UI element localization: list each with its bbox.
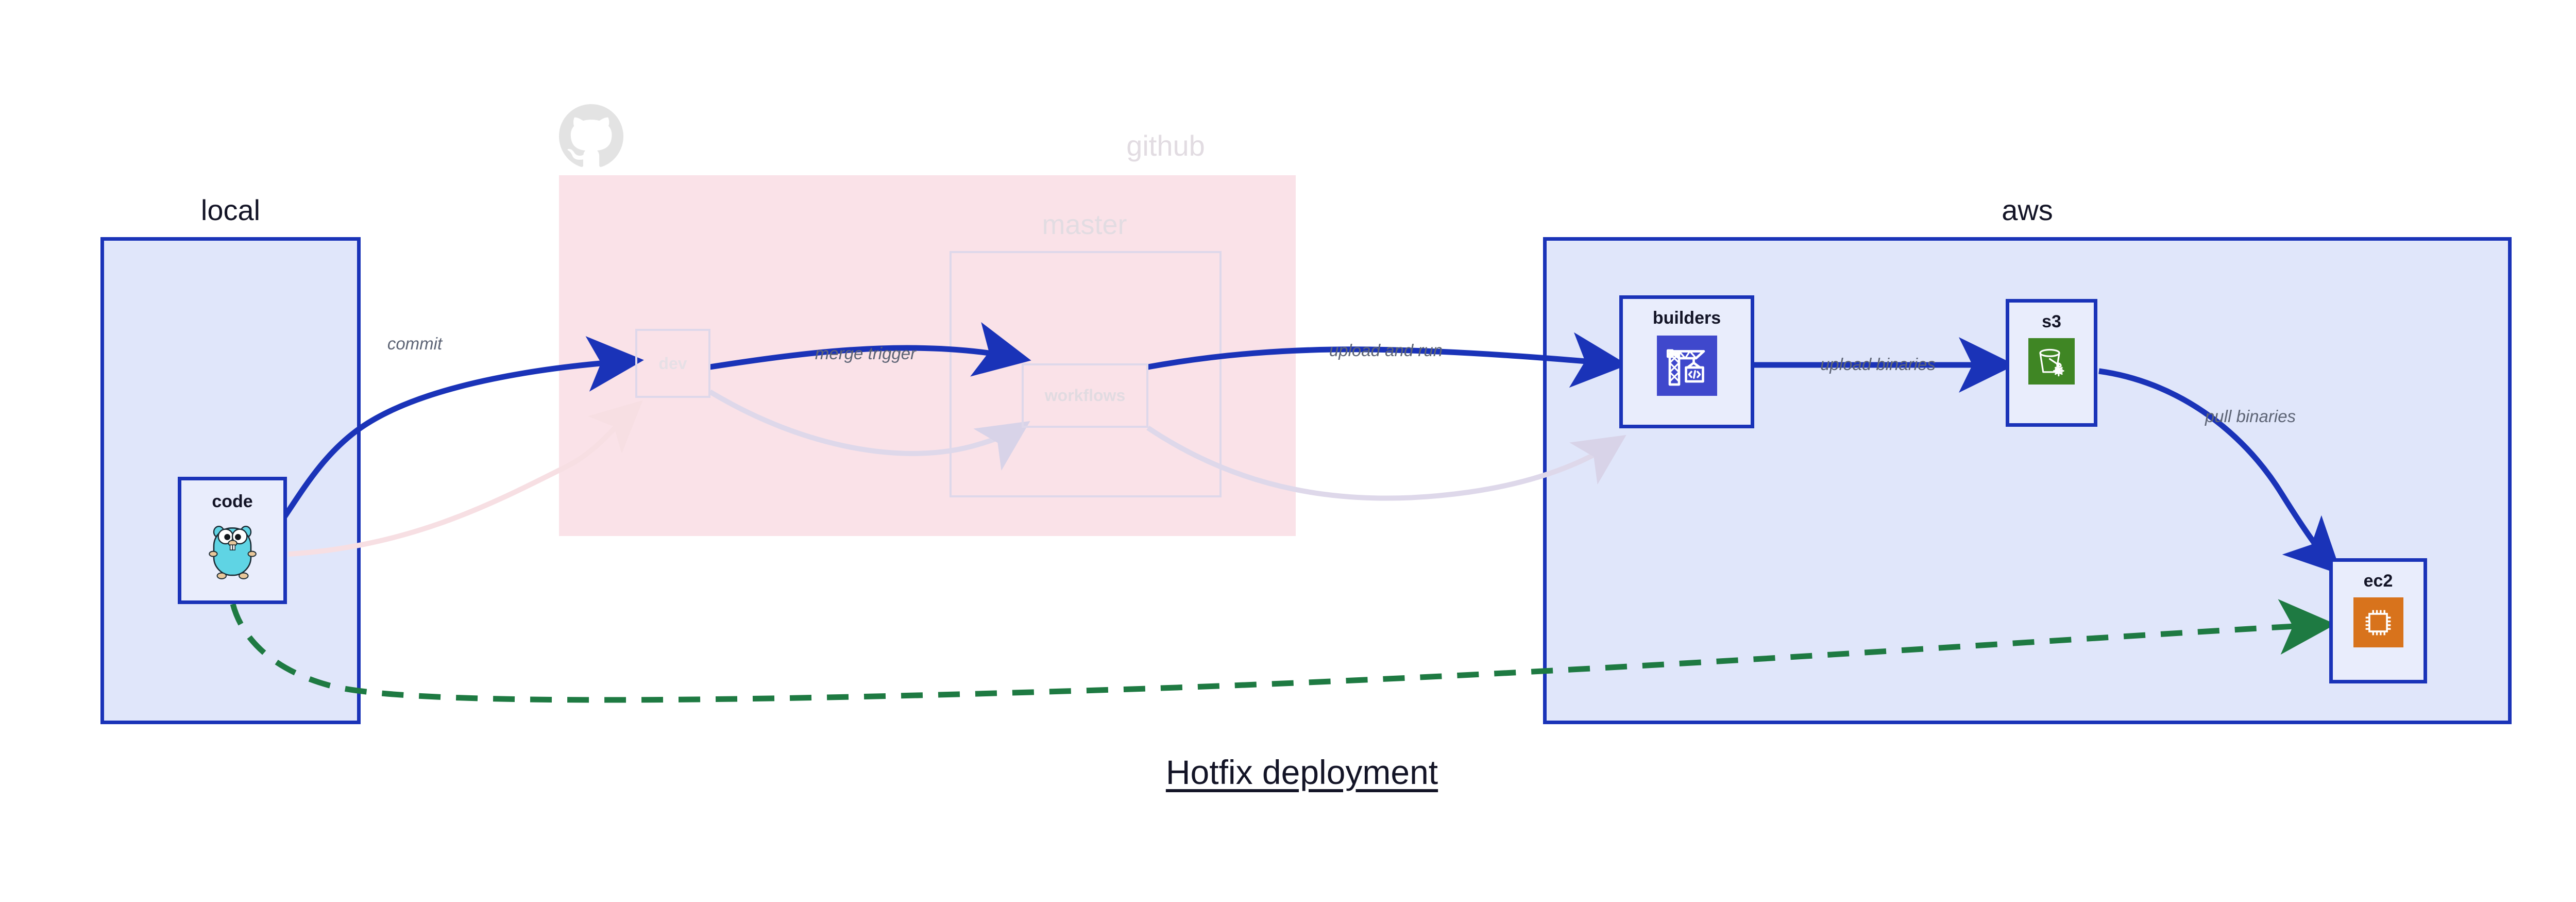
- edge-label-commit: commit: [387, 334, 443, 353]
- node-label-code: code: [212, 492, 253, 511]
- subgroup-label-master: master: [1042, 209, 1127, 240]
- node-ec2[interactable]: ec2: [2329, 558, 2427, 683]
- edge-label-upload-binaries: upload binaries: [1820, 355, 1936, 374]
- edge-label-pull-binaries: pull binaries: [2205, 407, 2296, 426]
- aws-s3-bucket-icon: [2028, 338, 2075, 385]
- node-label-builders: builders: [1652, 308, 1721, 328]
- node-dev[interactable]: dev: [635, 329, 710, 398]
- go-gopher-icon: [204, 519, 261, 581]
- subgroup-master: [950, 251, 1222, 497]
- node-label-workflows: workflows: [1044, 386, 1126, 405]
- group-label-github: github: [1126, 129, 1205, 162]
- node-label-ec2: ec2: [2363, 571, 2393, 591]
- group-label-local: local: [200, 194, 261, 226]
- github-octocat-icon: [559, 102, 623, 171]
- edge-label-upload-and-run: upload and run: [1329, 341, 1443, 360]
- diagram-title: Hotfix deployment: [1165, 753, 1438, 791]
- group-label-aws: aws: [2002, 194, 2053, 226]
- node-label-s3: s3: [2042, 312, 2061, 331]
- edge-label-merge-trigger: merge trigger: [815, 344, 917, 363]
- node-builders[interactable]: builders: [1619, 295, 1754, 428]
- node-s3[interactable]: s3: [2006, 299, 2097, 427]
- node-label-dev: dev: [658, 354, 687, 373]
- aws-ec2-chip-icon: [2353, 597, 2403, 647]
- node-workflows[interactable]: workflows: [1022, 363, 1148, 428]
- aws-codebuild-icon: [1656, 336, 1717, 396]
- node-code[interactable]: code: [178, 477, 287, 604]
